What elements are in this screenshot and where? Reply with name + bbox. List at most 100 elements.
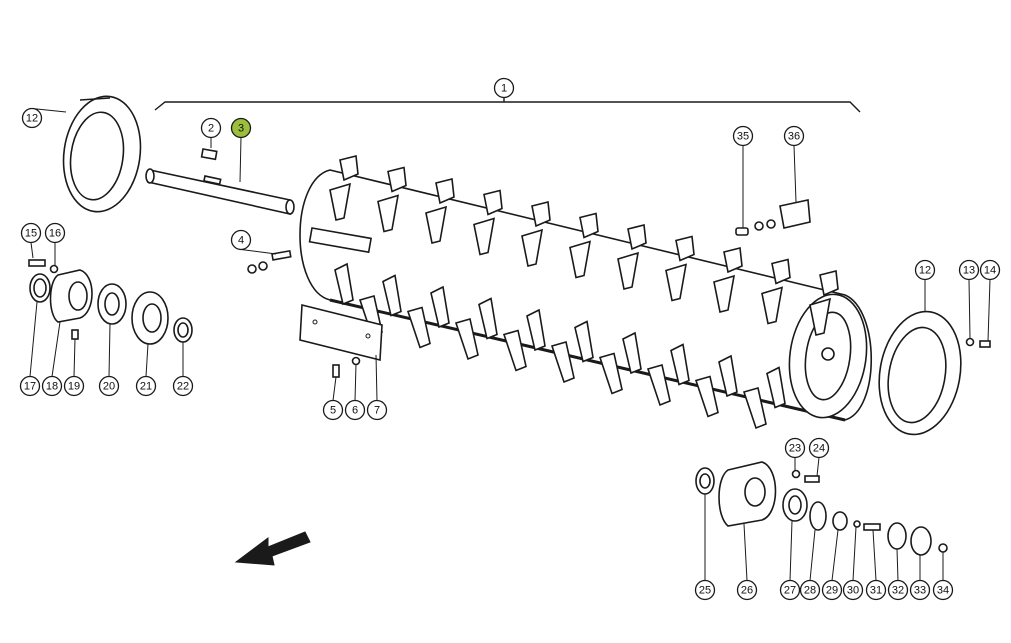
callout-circle[interactable] [887, 579, 909, 601]
tine [382, 274, 402, 317]
callout-7[interactable]: 7 [366, 399, 388, 421]
callout-label: 6 [352, 405, 358, 417]
callout-circle[interactable] [799, 579, 821, 601]
callout-15[interactable]: 15 [20, 222, 42, 244]
callout-12[interactable]: 12 [21, 107, 43, 129]
callout-circle[interactable] [821, 579, 843, 601]
callout-6[interactable]: 6 [344, 399, 366, 421]
callout-circle[interactable] [44, 222, 66, 244]
callout-22[interactable]: 22 [172, 375, 194, 397]
callout-12[interactable]: 12 [914, 259, 936, 281]
leader-line-13 [968, 279, 971, 339]
leader-line-15 [30, 242, 34, 259]
leader-line-31 [872, 529, 877, 581]
callout-circle[interactable] [98, 375, 120, 397]
callout-label: 31 [870, 585, 882, 597]
callout-circle[interactable] [736, 579, 758, 601]
tine-group [329, 155, 839, 430]
callout-17[interactable]: 17 [19, 375, 41, 397]
callout-20[interactable]: 20 [98, 375, 120, 397]
tine [598, 352, 623, 395]
callout-circle[interactable] [63, 375, 85, 397]
callout-label: 25 [699, 585, 711, 597]
callout-circle[interactable] [493, 77, 515, 99]
callout-25[interactable]: 25 [694, 579, 716, 601]
callout-3[interactable]: 3 [230, 117, 252, 139]
callout-18[interactable]: 18 [41, 375, 63, 397]
callout-label: 23 [789, 443, 801, 455]
callout-label: 20 [103, 381, 115, 393]
tine [617, 251, 640, 290]
callout-circle[interactable] [230, 117, 252, 139]
callout-34[interactable]: 34 [932, 579, 954, 601]
callout-label: 14 [984, 265, 996, 277]
callout-19[interactable]: 19 [63, 375, 85, 397]
leader-line-26 [743, 523, 748, 581]
callout-circle[interactable] [779, 579, 801, 601]
callout-circle[interactable] [932, 579, 954, 601]
callout-26[interactable]: 26 [736, 579, 758, 601]
callout-label: 21 [140, 381, 152, 393]
callout-circle[interactable] [200, 117, 222, 139]
callout-circle[interactable] [344, 399, 366, 421]
clamp-hardware [735, 199, 811, 236]
callout-2[interactable]: 2 [200, 117, 222, 139]
callout-circle[interactable] [783, 125, 805, 147]
callout-circle[interactable] [322, 399, 344, 421]
callout-circle[interactable] [958, 259, 980, 281]
callout-circle[interactable] [41, 375, 63, 397]
assembly-bracket [154, 96, 861, 113]
callout-circle[interactable] [865, 579, 887, 601]
leader-line-14 [987, 279, 991, 342]
leader-line-36 [793, 145, 797, 203]
tine [723, 247, 743, 274]
leader-line-29 [831, 529, 839, 581]
callout-circle[interactable] [230, 229, 252, 251]
callout-27[interactable]: 27 [779, 579, 801, 601]
callout-32[interactable]: 32 [887, 579, 909, 601]
callout-circle[interactable] [20, 222, 42, 244]
callout-label: 30 [847, 585, 859, 597]
callout-circle[interactable] [808, 437, 830, 459]
callout-label: 19 [68, 381, 80, 393]
callout-label: 2 [208, 123, 214, 135]
callout-5[interactable]: 5 [322, 399, 344, 421]
callout-circle[interactable] [732, 125, 754, 147]
callout-circle[interactable] [842, 579, 864, 601]
callout-30[interactable]: 30 [842, 579, 864, 601]
callout-16[interactable]: 16 [44, 222, 66, 244]
callout-13[interactable]: 13 [958, 259, 980, 281]
leader-line-6 [354, 363, 357, 401]
callout-31[interactable]: 31 [865, 579, 887, 601]
leader-line-3 [239, 137, 242, 183]
callout-circle[interactable] [979, 259, 1001, 281]
callout-14[interactable]: 14 [979, 259, 1001, 281]
leader-lines [29, 96, 991, 581]
callout-circle[interactable] [784, 437, 806, 459]
callout-circle[interactable] [914, 259, 936, 281]
callout-circle[interactable] [21, 107, 43, 129]
callout-circle[interactable] [909, 579, 931, 601]
callout-28[interactable]: 28 [799, 579, 821, 601]
callout-4[interactable]: 4 [230, 229, 252, 251]
callout-1[interactable]: 1 [493, 77, 515, 99]
callout-33[interactable]: 33 [909, 579, 931, 601]
callout-23[interactable]: 23 [784, 437, 806, 459]
callout-circle[interactable] [366, 399, 388, 421]
callout-circle[interactable] [135, 375, 157, 397]
tine [387, 166, 407, 193]
leader-line-19 [73, 338, 76, 377]
callout-29[interactable]: 29 [821, 579, 843, 601]
callout-label: 13 [963, 265, 975, 277]
callout-24[interactable]: 24 [808, 437, 830, 459]
callout-35[interactable]: 35 [732, 125, 754, 147]
leader-line-32 [896, 548, 899, 581]
tine [339, 155, 359, 182]
callout-circle[interactable] [19, 375, 41, 397]
callout-36[interactable]: 36 [783, 125, 805, 147]
callout-21[interactable]: 21 [135, 375, 157, 397]
callout-circle[interactable] [694, 579, 716, 601]
callout-circle[interactable] [172, 375, 194, 397]
callout-label: 34 [937, 585, 949, 597]
